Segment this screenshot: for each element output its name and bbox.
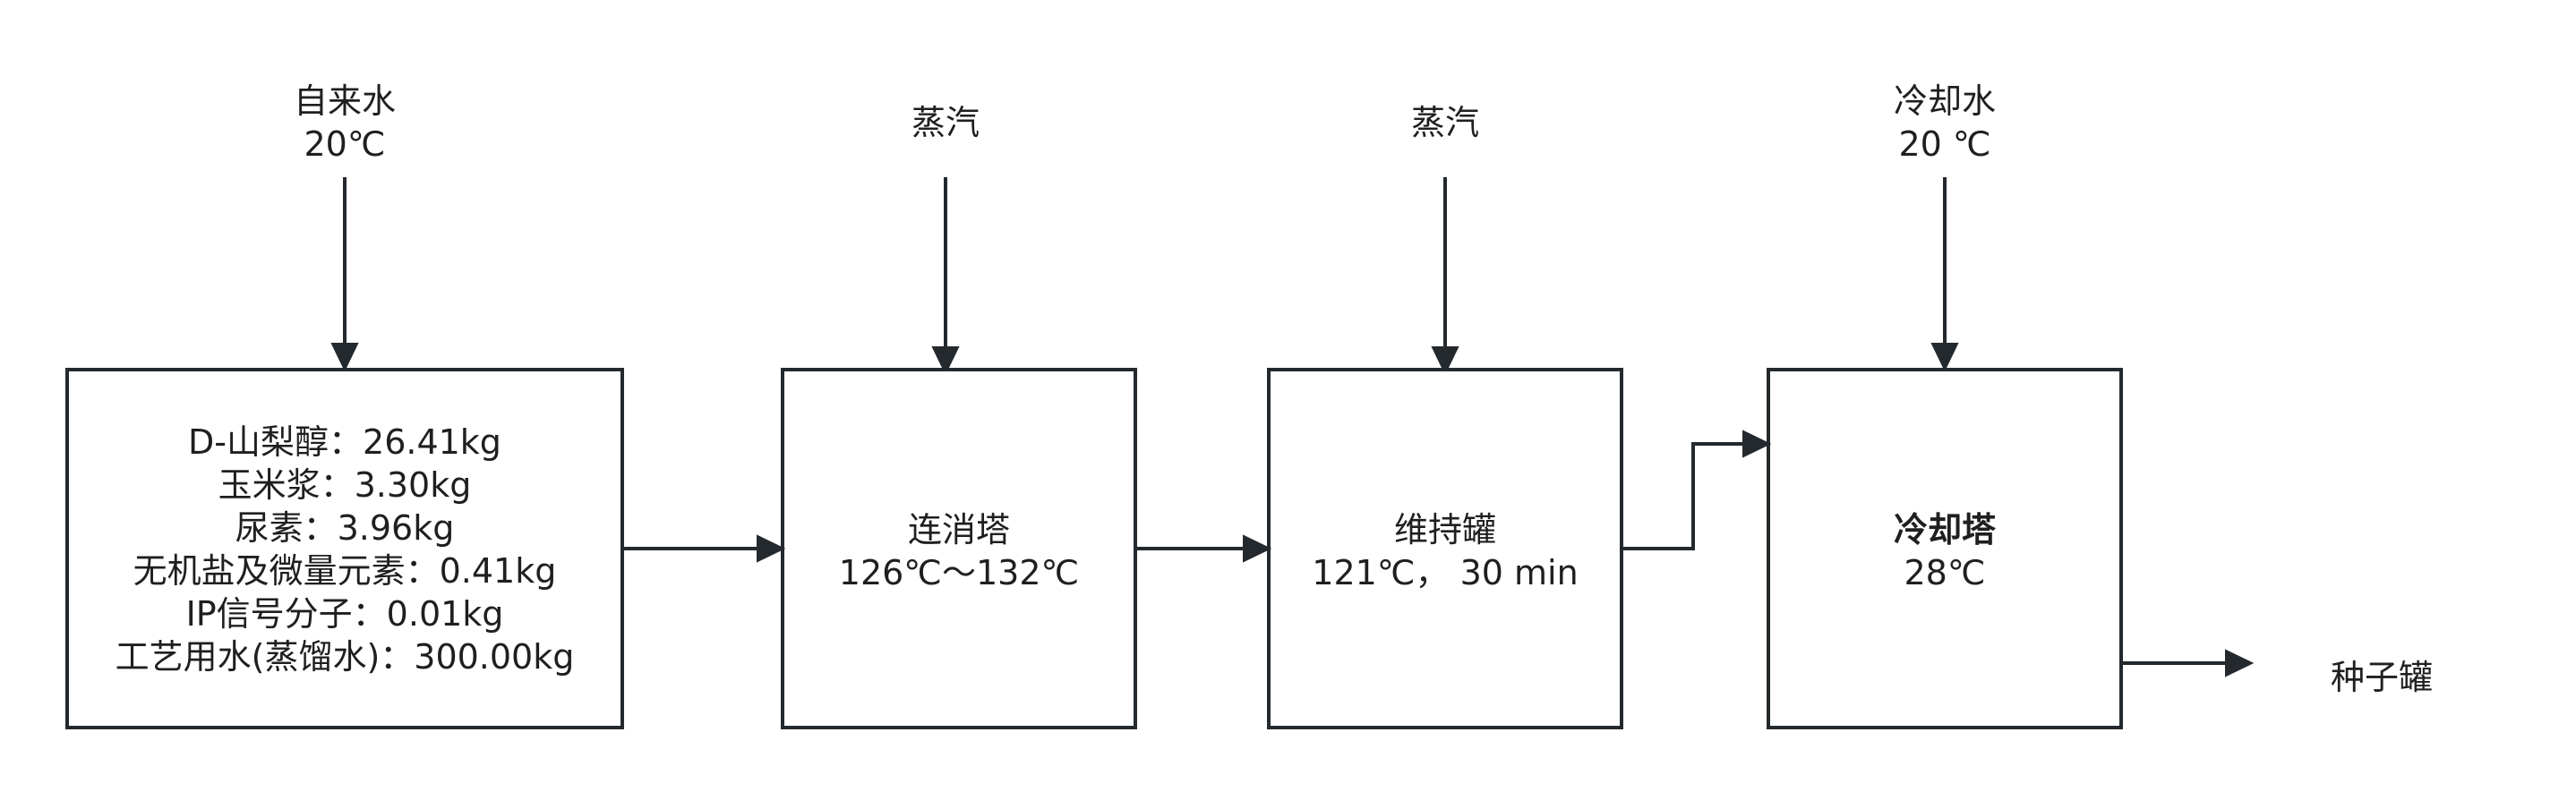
steam-1-arrow: [931, 177, 960, 376]
holding-tank-spec: 121℃， 30 min: [1312, 553, 1578, 592]
cooling-water-temp: 20 ℃: [1898, 124, 1990, 164]
holding-to-cooling-arrow: [1622, 430, 1772, 550]
mix-line: 玉米浆：3.30kg: [218, 465, 472, 505]
raw-material-box: D-山梨醇：26.41kg 玉米浆：3.30kg 尿素：3.96kg 无机盐及微…: [65, 368, 624, 729]
mix-line: IP信号分子：0.01kg: [186, 594, 504, 634]
holding-tank-name: 维持罐: [1394, 510, 1496, 549]
tap-water-input: 自来水 20℃: [294, 81, 396, 164]
mix-line: D-山梨醇：26.41kg: [188, 422, 501, 462]
cooling-water-name: 冷却水: [1894, 81, 1996, 121]
cooling-to-seed-tank-arrow: [2121, 649, 2255, 677]
cooling-tower-name: 冷却塔: [1894, 510, 1997, 549]
cooling-tower-spec: 28℃: [1904, 553, 1985, 592]
sterilizer-spec: 126℃～132℃: [839, 553, 1079, 592]
mix-to-sterilizer-arrow: [622, 534, 786, 563]
cooling-water-arrow: [1930, 177, 1959, 372]
holding-tank-box: 维持罐 121℃， 30 min: [1267, 368, 1623, 729]
steam-1-name: 蒸汽: [911, 103, 980, 142]
mix-line: 无机盐及微量元素：0.41kg: [133, 551, 557, 591]
steam-2-name: 蒸汽: [1411, 103, 1479, 142]
steam-input-2: 蒸汽: [1411, 103, 1479, 142]
steam-2-arrow: [1431, 177, 1459, 376]
tap-water-arrow: [330, 177, 359, 372]
seed-tank-label: 种子罐: [2331, 658, 2433, 697]
steam-input-1: 蒸汽: [911, 103, 980, 142]
sterilizer-box: 连消塔 126℃～132℃: [781, 368, 1137, 729]
cooling-tower-box: 冷却塔 28℃: [1767, 368, 2123, 729]
sterilizer-to-holding-arrow: [1135, 534, 1272, 563]
tap-water-temp: 20℃: [304, 124, 385, 164]
tap-water-name: 自来水: [294, 81, 396, 121]
mix-line: 工艺用水(蒸馏水)：300.00kg: [116, 637, 575, 677]
sterilizer-name: 连消塔: [908, 510, 1010, 549]
mix-line: 尿素：3.96kg: [235, 508, 455, 548]
cooling-water-input: 冷却水 20 ℃: [1894, 81, 1996, 164]
